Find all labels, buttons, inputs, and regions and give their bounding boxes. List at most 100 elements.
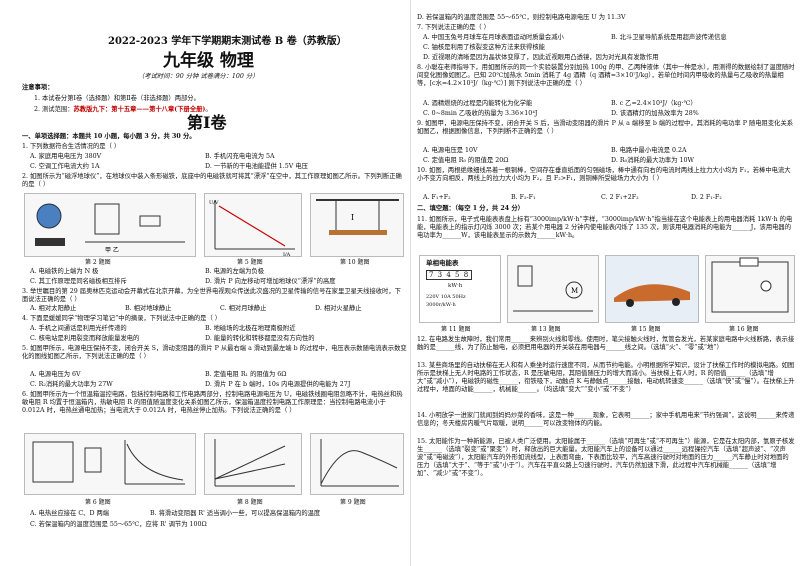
- figure-8-caption: 第 8 题图: [237, 499, 263, 506]
- figure-10-caption: 第 10 题图: [340, 259, 370, 266]
- notice-2-end: 。: [205, 106, 212, 113]
- figure-9-curve: [320, 450, 398, 485]
- figure-9-caption: 第 9 题图: [340, 499, 366, 506]
- q6-option-a: A. 电热丝应接在 C、D 两端: [30, 510, 110, 517]
- notice-2-range: 苏教版九下：第十五章——第十八章(下册全册): [73, 106, 206, 113]
- q1-stem: 1. 下列数据符合生活情况的是（ ）: [22, 143, 121, 150]
- q10-option-c: C. 2 F₁+2F₂: [601, 194, 639, 201]
- q3-option-a: A. 相对太阳静止: [30, 305, 77, 312]
- figure-8-line-a: [214, 445, 286, 480]
- section-2-title: 二、填空题：（每空 1 分，共 24 分）: [417, 205, 524, 212]
- globe-base-icon: [35, 238, 65, 246]
- figure-6-caption: 第 6 题图: [85, 499, 111, 506]
- figure-10-drawing: I: [316, 199, 399, 235]
- notice-2: 2. 测试范围：苏教版九下：第十五章——第十八章(下册全册)。: [34, 106, 212, 114]
- figure-5-drawing: U/V I/A: [209, 200, 295, 258]
- q3-option-d: D. 相对火星静止: [315, 305, 362, 312]
- figure-11-energy-meter: 单相电能表 7 3 4 5 8 kW·h 220V 10A 50Hz 3000r…: [419, 255, 501, 323]
- electromagnet-icon: [84, 447, 102, 473]
- figure-2-maglev-globe: 甲 乙: [24, 193, 196, 257]
- q8-option-c: C. 0~8min 乙吸收的热量为 3.36×10⁴J: [423, 110, 538, 117]
- q8-option-a: A. 酒精燃烧的过程是内能转化为化学能: [423, 100, 533, 107]
- meter-spec-1: 220V 10A 50Hz: [426, 294, 466, 300]
- q7-option-d: D. 近视眼的清晰是因为晶状体变厚了，因此近视眼用凸透镜，因为对光具有发散作用: [423, 54, 659, 61]
- figure-6-thermostat: [24, 433, 196, 495]
- figure-2-drawing: 甲 乙: [35, 203, 185, 254]
- q2-option-c: C. 其工作原理是同名磁极相互排斥: [30, 278, 127, 285]
- q2-option-b: B. 电源的左端为负极: [205, 268, 265, 275]
- q9-option-a: A. 电源电压是 10V: [423, 147, 478, 154]
- left-column: 2022-2023 学年下学期期末测试卷 B 卷（苏教版） 九年级 物理 （考试…: [22, 36, 407, 528]
- figure-5-caption: 第 5 题图: [237, 259, 263, 266]
- q4-option-a: A. 手机之间通话是利用光纤传递的: [30, 325, 127, 332]
- motor-icon: [565, 281, 583, 299]
- figure-8-line-b: [214, 463, 286, 480]
- q8-option-b: B. c 乙=2.4×10³J/（kg·℃）: [611, 100, 697, 107]
- exam-subtitle: 九年级 物理: [163, 51, 254, 71]
- q5-option-d: D. 滑片 P 在 b 端时，10s 内电源提供的电能为 27J: [205, 381, 351, 388]
- figure-15-drawing: [606, 256, 698, 322]
- q10-option-b: B. F₂-F₁: [511, 194, 536, 201]
- q14-stem: 14. 小明放学一进家门就闻到妈妈炒菜的香味，这是一种______现象，它表明_…: [417, 412, 795, 427]
- meter-title: 单相电能表: [426, 259, 459, 267]
- electromagnet-icon: [94, 203, 120, 235]
- q4-option-c: C. 核电站是利用裂变而释放能量发电的: [30, 335, 140, 342]
- q8-option-d: D. 该酒精灯的加热效率为 28%: [611, 110, 699, 117]
- figure-13-drawing: M: [513, 265, 593, 312]
- figure-8-graph: [204, 433, 302, 495]
- solar-car-icon: [614, 284, 690, 302]
- figure-16-caption: 第 16 题图: [729, 326, 759, 333]
- figure-8-drawing: [214, 439, 295, 487]
- q9-option-d: D. R₀消耗的最大功率为 10W: [611, 157, 694, 164]
- globe-icon: [36, 203, 62, 229]
- electromagnet-icon: [517, 265, 533, 287]
- figure-16-circuit: [705, 255, 795, 323]
- q1-option-a: A. 家庭用电电压为 380V: [30, 153, 102, 160]
- q7-option-c: C. 铀核是利用了核裂变这种方法来获得核能: [423, 44, 545, 51]
- meter-reading: 7 3 4 5 8: [426, 270, 473, 280]
- figure-16-drawing: [711, 257, 789, 313]
- notice-1: 1. 本试卷分第Ⅰ卷（选择题）和第Ⅱ卷（非选择题）两部分。: [34, 95, 200, 102]
- q9-option-b: B. 电路中最小电流是 0.2A: [611, 147, 687, 154]
- section-1-title: 一、单项选择题：本题共 10 小题，每小题 3 分，共 30 分。: [22, 133, 196, 140]
- q7-stem: 7. 下列说法正确的是（ ）: [417, 24, 490, 31]
- q5-stem: 5. 如图甲所示，电源电压保持不变，闭合开关 S，滑动变阻器的滑片 P 从最右端…: [22, 345, 407, 360]
- q10-option-d: D. 2 F₁-F₂: [691, 194, 722, 201]
- right-column: D. 若保温箱内的温度范围是 55～65℃，则控制电路电源电压 U 为 11.3…: [410, 0, 800, 566]
- resistor-icon: [139, 215, 161, 227]
- q9-option-c: C. 定值电阻 R₀ 的阻值是 20Ω: [423, 157, 509, 164]
- notice-title: 注意事项：: [22, 84, 54, 91]
- q8-stem: 8. 小聪在老师指导下，用如图所示的同一个实验装置分别加热 100g 的甲、乙两…: [417, 64, 795, 87]
- q13-stem: 13. 某些商场里的自动扶梯在无人和有人乘坐时运行速度不同，从而节约电能。小明根…: [417, 362, 795, 393]
- q1-option-d: D. 一节新的干电池能提供 1.5V 电压: [205, 163, 308, 170]
- figure-15-solar-car: [605, 255, 699, 323]
- figure-2-caption: 第 2 题图: [85, 259, 111, 266]
- thermistor-curve: [126, 443, 184, 481]
- q3-option-c: C. 相对月球静止: [220, 305, 267, 312]
- q9-stem: 9. 如图甲，电源电压保持不变，闭合开关 S 后，当滑动变阻器的滑片 P 从 a…: [417, 120, 794, 135]
- figure-13-escalator-circuit: M: [507, 255, 599, 323]
- resistor-icon: [739, 257, 759, 267]
- q1-option-b: B. 手机闪充电电流为 5A: [205, 153, 275, 160]
- figure-11-caption: 第 11 题图: [441, 326, 471, 333]
- q2-stem: 2. 如图所示为“磁浮地球仪”，在地球仪中装入条形磁铁，底座中的电磁铁就可将其“…: [22, 173, 402, 188]
- q3-stem: 3. 举世瞩目的第 29 届奥林匹克运动会开幕式在北京开幕，为全世界电视观众传送…: [22, 288, 401, 303]
- q7-option-a: A. 中国玉兔号月球车在月球表面运动时质量会减小: [423, 34, 564, 41]
- copper-rod-icon: [329, 230, 387, 235]
- q12-stem: 12. 在电路发生故障时，我们常用______来辨别火线和零线。使用时，笔尖接触…: [417, 336, 795, 351]
- q2-option-a: A. 电磁铁的上端为 N 极: [30, 268, 99, 275]
- exam-title: 2022-2023 学年下学期期末测试卷 B 卷（苏教版）: [108, 36, 347, 47]
- figure-2-sub-label: 甲 乙: [105, 247, 119, 254]
- svg-text:M: M: [571, 287, 578, 295]
- q6-stem: 6. 如图甲所示为一个恒温箱温控电路，包括控制电路和工作电路两部分，控制电路电源…: [22, 391, 403, 414]
- q5-option-c: C. R₂消耗的最大功率为 27W: [30, 381, 113, 388]
- ammeter-icon: [760, 280, 772, 292]
- svg-text:I: I: [351, 213, 354, 222]
- notice-2-label: 2. 测试范围：: [34, 106, 74, 113]
- q7-option-b: B. 北斗卫星导航系统是用超声波传递信息: [611, 34, 727, 41]
- q4-stem: 4. 下面是媛媛同学“物理学习笔记”中的摘录，下列说法中正确的是（ ）: [22, 315, 222, 322]
- figure-15-caption: 第 15 题图: [631, 326, 661, 333]
- q5-option-a: A. 电源电压为 6V: [30, 371, 81, 378]
- q6-option-d: D. 若保温箱内的温度范围是 55～65℃，则控制电路电源电压 U 为 11.3…: [417, 14, 626, 21]
- part-one-title: 第Ⅰ卷: [187, 113, 227, 132]
